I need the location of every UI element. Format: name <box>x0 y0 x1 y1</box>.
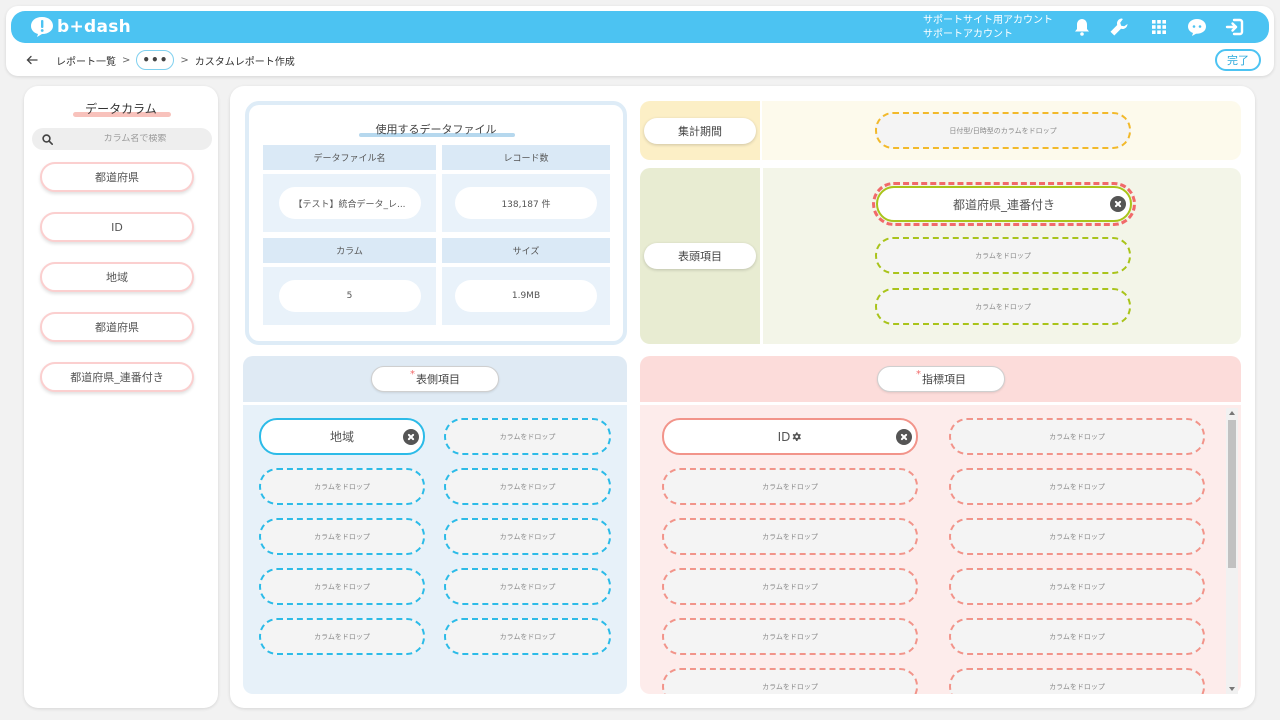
header-item-filled[interactable]: 都道府県_連番付き <box>876 186 1132 222</box>
metric-items-label-text: 指標項目 <box>922 373 966 386</box>
row-drop-zone[interactable]: カラムをドロップ <box>259 468 425 505</box>
file-size-label: サイズ <box>442 238 610 263</box>
file-size-value: 1.9MB <box>455 280 597 312</box>
metric-scrollbar[interactable] <box>1226 408 1238 694</box>
row-drop-zone[interactable]: カラムをドロップ <box>259 568 425 605</box>
required-mark: * <box>410 368 415 380</box>
breadcrumb-separator: > <box>180 54 189 66</box>
row-drop-zone[interactable]: カラムをドロップ <box>444 468 611 505</box>
logo[interactable]: b+dash <box>29 15 131 39</box>
scroll-down-arrow-icon[interactable] <box>1229 687 1235 691</box>
back-arrow-icon[interactable] <box>26 53 40 67</box>
breadcrumb-separator: > <box>122 54 131 66</box>
metric-drop-zone[interactable]: カラムをドロップ <box>662 668 918 694</box>
metric-items-body: ID カラムをドロップ カラムをドロップ カラムをドロップ カラムをドロップ カ… <box>640 405 1241 694</box>
column-count-value: 5 <box>278 280 421 312</box>
metric-item-name: ID <box>777 429 791 444</box>
column-chip[interactable]: ID <box>40 212 194 242</box>
column-chip[interactable]: 都道府県 <box>40 312 194 342</box>
row-drop-zone[interactable]: カラムをドロップ <box>444 568 611 605</box>
period-label: 集計期間 <box>644 118 756 144</box>
row-drop-zone[interactable]: カラムをドロップ <box>444 518 611 555</box>
record-count-cell: 138,187 件 <box>442 174 610 232</box>
breadcrumb-current: カスタムレポート作成 <box>194 56 295 68</box>
metric-drop-zone[interactable]: カラムをドロップ <box>949 668 1205 694</box>
remove-icon[interactable] <box>896 428 912 445</box>
search-icon <box>42 133 53 145</box>
metric-drop-zone[interactable]: カラムをドロップ <box>949 568 1205 605</box>
row-items-label: * 表側項目 <box>371 366 499 392</box>
record-count-value: 138,187 件 <box>455 187 597 219</box>
file-size-cell: 1.9MB <box>442 267 610 325</box>
remove-icon[interactable] <box>403 428 419 445</box>
column-search-input[interactable] <box>65 134 205 144</box>
metric-drop-zone[interactable]: カラムをドロップ <box>662 568 918 605</box>
logo-text: b+dash <box>57 17 132 37</box>
done-button[interactable]: 完了 <box>1215 49 1261 71</box>
breadcrumb-more-button[interactable]: ••• <box>136 50 175 70</box>
grid-icon[interactable] <box>1148 17 1170 37</box>
sidebar-title-underline <box>73 112 171 117</box>
header-items-label: 表頭項目 <box>644 243 756 269</box>
metric-drop-zone[interactable]: カラムをドロップ <box>949 418 1205 455</box>
account-org: サポートサイト用アカウント <box>923 15 1053 26</box>
file-name-value[interactable]: 【テスト】統合データ_レ... <box>278 187 421 219</box>
column-chip[interactable]: 地域 <box>40 262 194 292</box>
sidebar-title: データカラム <box>85 102 157 116</box>
report-builder: 使用するデータファイル データファイル名 レコード数 【テスト】統合データ_レ.… <box>230 86 1255 708</box>
row-drop-zone[interactable]: カラムをドロップ <box>259 518 425 555</box>
column-search <box>32 128 212 150</box>
file-name-cell: 【テスト】統合データ_レ... <box>263 174 436 232</box>
data-column-sidebar: データカラム 都道府県 ID 地域 都道府県 都道府県_連番付き <box>24 86 218 708</box>
scroll-up-arrow-icon[interactable] <box>1229 411 1235 415</box>
scroll-thumb[interactable] <box>1228 420 1236 568</box>
header-drop-zone[interactable]: カラムをドロップ <box>875 288 1131 325</box>
period-drop-zone[interactable]: 日付型/日時型のカラムをドロップ <box>875 112 1131 149</box>
remove-icon[interactable] <box>1110 196 1126 212</box>
metric-drop-zone[interactable]: カラムをドロップ <box>662 468 918 505</box>
data-file-title: 使用するデータファイル <box>375 123 497 136</box>
metric-drop-zone[interactable]: カラムをドロップ <box>949 618 1205 655</box>
metric-drop-zone[interactable]: カラムをドロップ <box>662 518 918 555</box>
metric-drop-zone[interactable]: カラムをドロップ <box>949 468 1205 505</box>
breadcrumb-reports-link[interactable]: レポート一覧 <box>56 56 116 68</box>
record-count-label: レコード数 <box>442 145 610 170</box>
column-count-cell: 5 <box>263 267 436 325</box>
gear-icon[interactable] <box>791 431 802 442</box>
column-chip[interactable]: 都道府県_連番付き <box>40 362 194 392</box>
column-count-label: カラム <box>263 238 436 263</box>
metric-drop-zone[interactable]: カラムをドロップ <box>662 618 918 655</box>
column-chip[interactable]: 都道府県 <box>40 162 194 192</box>
file-name-label: データファイル名 <box>263 145 436 170</box>
highlighted-slot <box>872 182 1136 226</box>
row-drop-zone[interactable]: カラムをドロップ <box>259 618 425 655</box>
metric-item-filled[interactable]: ID <box>662 418 918 455</box>
required-mark: * <box>916 368 921 380</box>
top-bar: b+dash サポートサイト用アカウント サポートアカウント <box>11 11 1269 43</box>
header: b+dash サポートサイト用アカウント サポートアカウント レポート一覧 > … <box>6 6 1274 76</box>
account-user: サポートアカウント <box>923 29 1013 40</box>
metric-items-label: * 指標項目 <box>877 366 1005 392</box>
logo-bubble-icon <box>29 16 55 38</box>
bell-icon[interactable] <box>1071 17 1093 37</box>
metric-drop-zone[interactable]: カラムをドロップ <box>949 518 1205 555</box>
data-file-card: 使用するデータファイル データファイル名 レコード数 【テスト】統合データ_レ.… <box>245 101 627 345</box>
header-drop-zone[interactable]: カラムをドロップ <box>875 237 1131 274</box>
row-items-label-text: 表側項目 <box>416 373 460 386</box>
breadcrumb: レポート一覧 > ••• > カスタムレポート作成 <box>26 50 295 70</box>
account-info[interactable]: サポートサイト用アカウント サポートアカウント <box>923 14 1053 42</box>
support-chat-icon[interactable] <box>1186 17 1208 37</box>
row-drop-zone[interactable]: カラムをドロップ <box>444 618 611 655</box>
data-file-title-underline <box>359 133 515 137</box>
row-item-filled[interactable]: 地域 <box>259 418 425 455</box>
row-drop-zone[interactable]: カラムをドロップ <box>444 418 611 455</box>
row-item-name: 地域 <box>329 430 354 444</box>
header-item-name: 都道府県_連番付き <box>952 197 1055 212</box>
wrench-icon[interactable] <box>1108 17 1130 37</box>
logout-icon[interactable] <box>1224 17 1246 37</box>
